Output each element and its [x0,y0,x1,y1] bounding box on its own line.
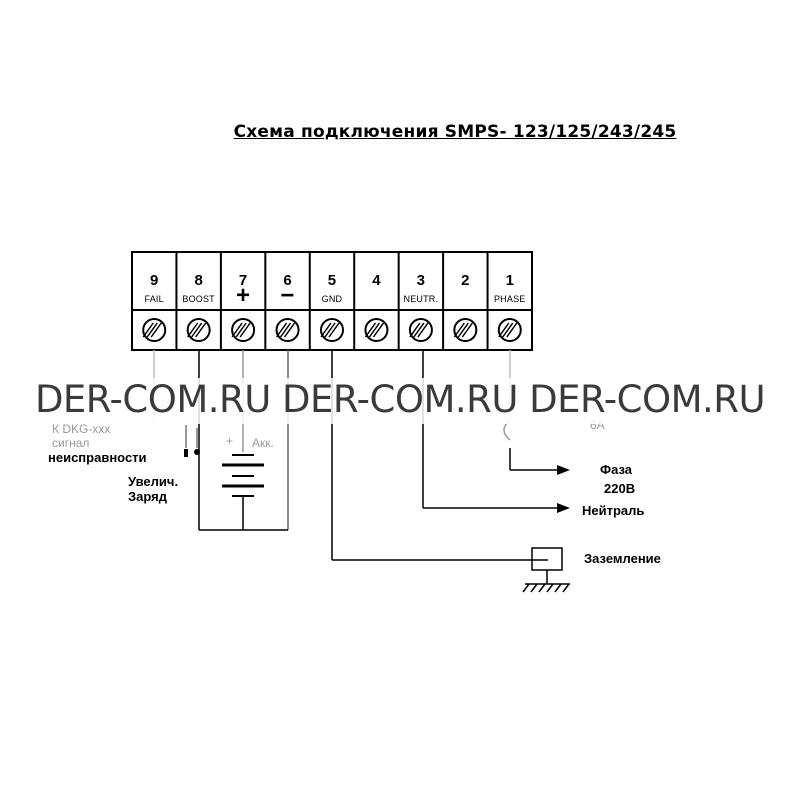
terminal-4: 4 [354,252,398,350]
terminal-number: 9 [150,272,159,289]
screw-icon [186,318,211,342]
screw-icon [231,318,256,342]
terminal-number: 3 [416,272,426,289]
terminal-number: 4 [372,272,381,289]
screw-icon [275,318,300,342]
screw-icon [320,318,344,342]
dkg-label-line2: сигнал [52,436,90,450]
arrow-neutral [557,503,570,513]
terminal-number: 6 [283,272,292,289]
terminal-label: + [235,282,251,309]
phase-label-line2: 220В [604,481,636,496]
dkg-label-line1: К DKG-xxx [52,422,111,436]
screw-icon [408,318,433,342]
terminal-screws [142,318,522,342]
terminal-label: BOOST [182,294,215,304]
screw-icon [364,318,389,342]
neutral-label: Нейтраль [582,503,645,518]
dkg-label-line3: неисправности [48,450,147,465]
screw-icon [453,318,478,342]
terminal-2: 2 [443,252,487,350]
boost-label-line1: Увелич. [128,474,179,489]
terminal-dividers [175,252,489,350]
fail-contact-dot [194,449,200,455]
terminal-label: GND [321,294,343,304]
terminal-6: 6− [265,252,309,350]
phase-label-line1: Фаза [600,462,633,477]
terminal-number: 2 [461,272,470,289]
screw-icon [497,318,522,342]
terminal-label: − [280,282,295,309]
diagram-title: Схема подключения SMPS- 123/125/243/245 [233,122,677,142]
boost-label-line2: Заряд [128,489,167,504]
terminal-number: 7 [238,272,248,289]
screw-icon [142,318,167,342]
fail-contact-bar [184,449,188,457]
battery-label: Акк. [252,436,274,450]
terminal-label: PHASE [493,294,526,304]
terminal-number: 5 [327,272,337,289]
watermark-backdrop [0,378,800,424]
arrow-phase [557,465,570,475]
watermark: DER-COM.RU DER-COM.RU DER-COM.RU [34,378,766,421]
terminal-number: 1 [505,272,514,289]
battery-plus-label: + [226,434,234,448]
terminal-label: FAIL [144,294,164,304]
terminal-label: NEUTR. [403,294,439,304]
terminal-7: 7+ [221,252,265,350]
battery-symbol [222,454,264,497]
ground-label: Заземление [584,551,661,566]
terminal-number: 8 [194,272,203,289]
ground-symbol [522,547,570,593]
